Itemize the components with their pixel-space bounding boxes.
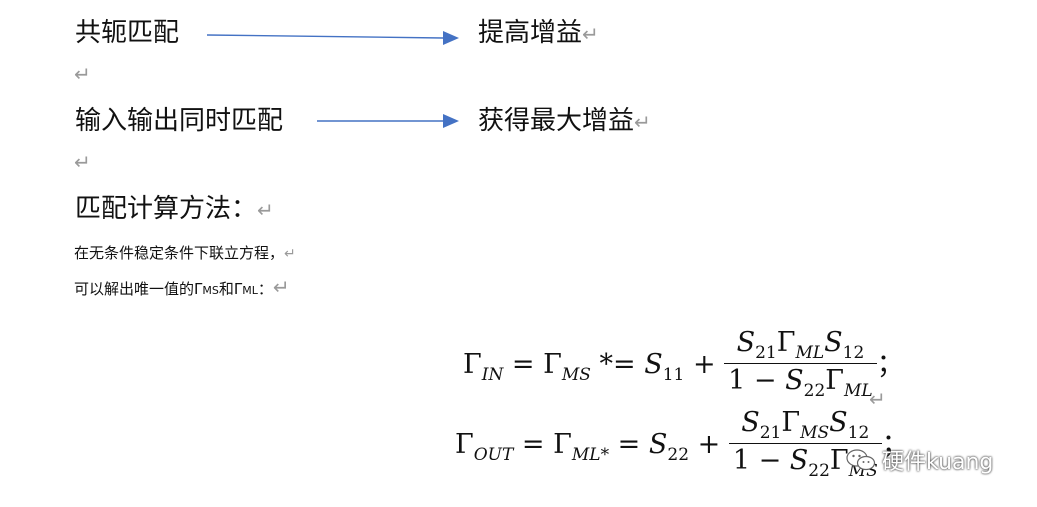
row1-arrow: [207, 31, 459, 45]
row2-right-text: 获得最大增益↵: [478, 106, 651, 136]
row2-arrow: [317, 114, 459, 128]
row2-left-text: 输入输出同时匹配: [75, 106, 284, 136]
text-line-2: 可以解出唯一值的ΓMS和ΓML：↵: [74, 275, 290, 299]
fraction: S21ΓMLS12 1 − S22ΓML: [724, 328, 877, 401]
equation-gamma-in: ΓIN = ΓMS *= S11 + S21ΓMLS12 1 − S22ΓML …: [463, 327, 904, 402]
return-mark: ↵: [74, 62, 91, 86]
section-heading: 匹配计算方法：↵: [75, 194, 274, 224]
return-mark: ↵: [272, 275, 290, 299]
row1-left-text: 共轭匹配: [75, 18, 180, 48]
return-mark: ↵: [634, 110, 651, 134]
wechat-icon: [846, 449, 876, 471]
return-mark: ↵: [74, 150, 91, 174]
watermark: 硬件kuang: [846, 444, 993, 476]
return-mark: ↵: [582, 22, 599, 46]
return-mark: ↵: [257, 198, 274, 222]
return-mark: ↵: [284, 246, 296, 262]
text-line-1: 在无条件稳定条件下联立方程，↵: [74, 244, 296, 262]
equation-gamma-out: ΓOUT = ΓML* = S22 + S21ΓMSS12 1 − S22ΓMS…: [455, 407, 909, 482]
return-mark: ↵: [869, 387, 886, 411]
watermark-text: 硬件kuang: [882, 450, 994, 475]
row1-right-text: 提高增益↵: [478, 18, 599, 48]
